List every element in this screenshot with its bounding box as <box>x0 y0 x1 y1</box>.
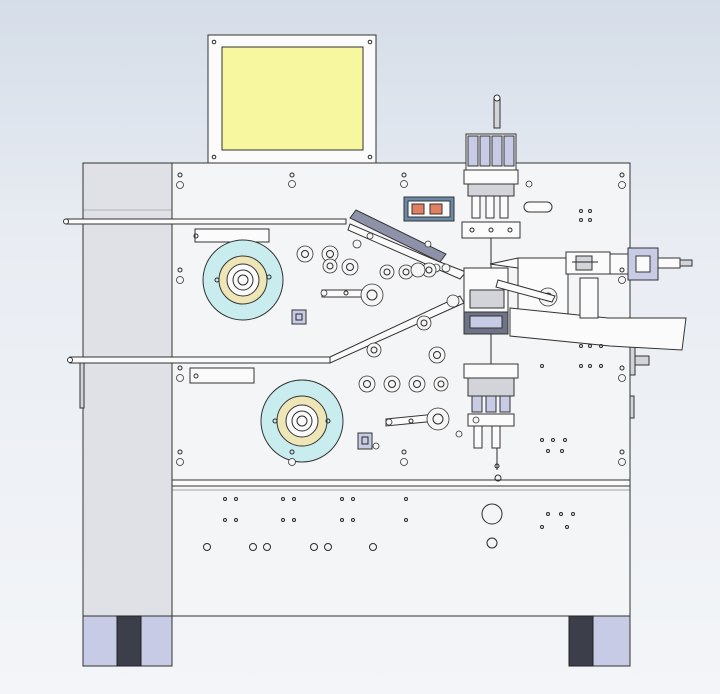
monitor <box>207 34 377 164</box>
indicator-box <box>403 196 455 222</box>
upper-spool <box>194 228 284 321</box>
upper-rollers <box>296 245 437 280</box>
lower-cabinet <box>171 474 631 617</box>
upper-guide-rail <box>63 218 347 225</box>
diagonal-rollers <box>366 294 460 358</box>
cutting-head <box>463 251 611 335</box>
machine-feet <box>82 615 631 667</box>
panel-screws <box>176 172 626 466</box>
bottom-valve-assembly <box>463 334 519 470</box>
lower-tension-arm <box>385 407 450 431</box>
upper-tension-arm <box>320 283 384 307</box>
output-tray <box>509 261 687 351</box>
left-side-panel <box>79 162 173 619</box>
right-edge-hardware <box>629 344 650 419</box>
upper-sensor <box>291 309 307 325</box>
lower-spool <box>189 367 344 463</box>
upper-tape-chute <box>347 209 467 280</box>
monitor-screen <box>221 46 364 151</box>
pneumatic-cylinder <box>609 247 693 281</box>
oval-slot <box>523 201 553 213</box>
lower-rollers <box>358 346 449 393</box>
top-valve-assembly <box>461 94 521 268</box>
cabinet-holes <box>203 474 575 551</box>
lower-sensor <box>357 432 380 450</box>
lower-guide-rail <box>67 295 465 364</box>
